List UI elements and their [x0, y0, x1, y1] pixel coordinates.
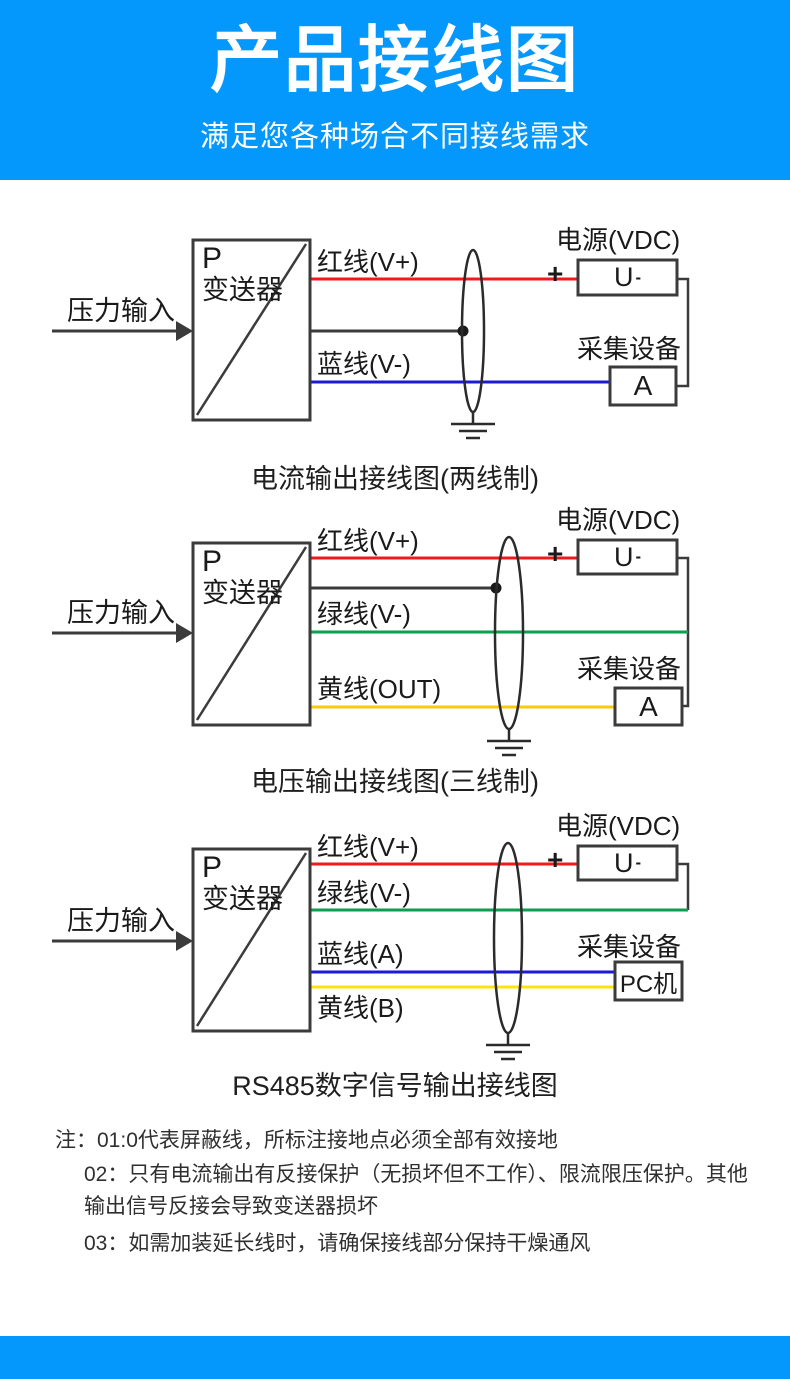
- header-banner: 产品接线图 满足您各种场合不同接线需求: [0, 0, 790, 180]
- d1-right-connector: [676, 277, 690, 388]
- d1-input-label: 压力输入: [67, 296, 175, 326]
- d3-transmitter-diagonal: [195, 852, 308, 1027]
- d2-ground-icon: [487, 729, 531, 757]
- d3-caption: RS485数字信号输出接线图: [232, 1071, 558, 1101]
- d3-wire-yellow-label: 黄线(B): [317, 993, 404, 1023]
- d2-power-label: 电源(VDC): [556, 505, 681, 535]
- d1-power-box: [576, 258, 679, 297]
- d1-ground-icon: [451, 412, 495, 440]
- note-line-3: 输出信号反接会导致变送器损坏: [84, 1195, 378, 1218]
- d2-power-box: [576, 538, 679, 576]
- d1-transmitter-diagonal: [195, 243, 308, 416]
- diagram3-drawing: [52, 841, 690, 1061]
- note-line-4: 03：如需加装延长线时，请确保接线部分保持干燥通风: [84, 1232, 591, 1255]
- d1-power-label: 电源(VDC): [556, 225, 681, 255]
- d2-wire-yellow-label: 黄线(OUT): [317, 674, 442, 704]
- d1-power-box-label: U-: [613, 262, 642, 292]
- page-title: 产品接线图: [209, 21, 580, 101]
- d2-input-label: 压力输入: [67, 598, 175, 628]
- d3-wire-green-label: 绿线(V-): [317, 878, 411, 908]
- d2-collector-box-label: A: [639, 690, 658, 722]
- d3-right-connector: [677, 862, 690, 910]
- note-item-1: 01:0代表屏蔽线，所标注接地点必须全部有效接地: [97, 1129, 558, 1152]
- d3-power-label: 电源(VDC): [556, 811, 681, 841]
- d1-wire-blue-label: 蓝线(V-): [317, 349, 411, 379]
- d3-ground-icon: [486, 1033, 530, 1061]
- d3-power-minus: -: [635, 853, 642, 872]
- d2-power-minus: -: [635, 547, 642, 566]
- d1-power-minus: -: [635, 267, 642, 287]
- d1-transmitter-line1: P: [202, 242, 223, 275]
- d2-input-arrowhead-icon: [176, 623, 193, 643]
- d3-collector-box-label: PC机: [619, 970, 678, 998]
- d3-input-label: 压力输入: [67, 906, 175, 936]
- d3-shield-ellipse: [492, 841, 524, 1035]
- d2-caption: 电压输出接线图(三线制): [251, 767, 539, 797]
- note-line-1: 注：01:0代表屏蔽线，所标注接地点必须全部有效接地: [55, 1124, 558, 1154]
- d1-caption: 电流输出接线图(两线制): [251, 464, 539, 494]
- d2-transmitter-diagonal: [195, 546, 308, 721]
- note-prefix: 注：: [55, 1129, 97, 1152]
- d1-collector-box: [608, 365, 678, 407]
- d3-wire-red-label: 红线(V+): [317, 832, 419, 862]
- note-line-2: 02：只有电流输出有反接保护（无损坏但不工作）、限流限压保护。其他: [84, 1163, 748, 1186]
- d1-input-arrowhead-icon: [176, 321, 193, 341]
- d3-transmitter-line2: 变送器: [202, 884, 283, 914]
- d3-power-box: [576, 844, 679, 882]
- d1-plus-sign: +: [547, 258, 564, 289]
- d2-transmitter-line1: P: [202, 545, 223, 578]
- d3-power-box-label: U-: [613, 847, 642, 878]
- page-subtitle: 满足您各种场合不同接线需求: [199, 121, 590, 153]
- d2-transmitter-line2: 变送器: [202, 578, 283, 608]
- d1-transmitter-line2: 变送器: [202, 275, 283, 305]
- d3-wire-blue-label: 蓝线(A): [317, 939, 404, 969]
- d2-power-box-label: U-: [613, 541, 642, 572]
- d3-collector-box: [613, 960, 684, 1002]
- d2-wire-green-label: 绿线(V-): [317, 599, 411, 629]
- d1-wire-red-label: 红线(V+): [317, 247, 419, 277]
- d2-plus-sign: +: [547, 538, 564, 569]
- d1-collector-label: 采集设备: [577, 334, 682, 364]
- d3-transmitter-line1: P: [202, 851, 223, 884]
- d2-collector-label: 采集设备: [577, 654, 682, 684]
- diagram1-drawing: [52, 238, 690, 440]
- d2-wire-red-label: 红线(V+): [317, 526, 419, 556]
- diagram2-drawing: [52, 535, 690, 757]
- d3-input-arrowhead-icon: [176, 931, 193, 951]
- d2-collector-box: [613, 686, 684, 727]
- d3-collector-label: 采集设备: [577, 932, 682, 962]
- d1-collector-box-label: A: [633, 370, 653, 401]
- d3-plus-sign: +: [547, 844, 564, 875]
- footer-bar: [0, 1336, 790, 1379]
